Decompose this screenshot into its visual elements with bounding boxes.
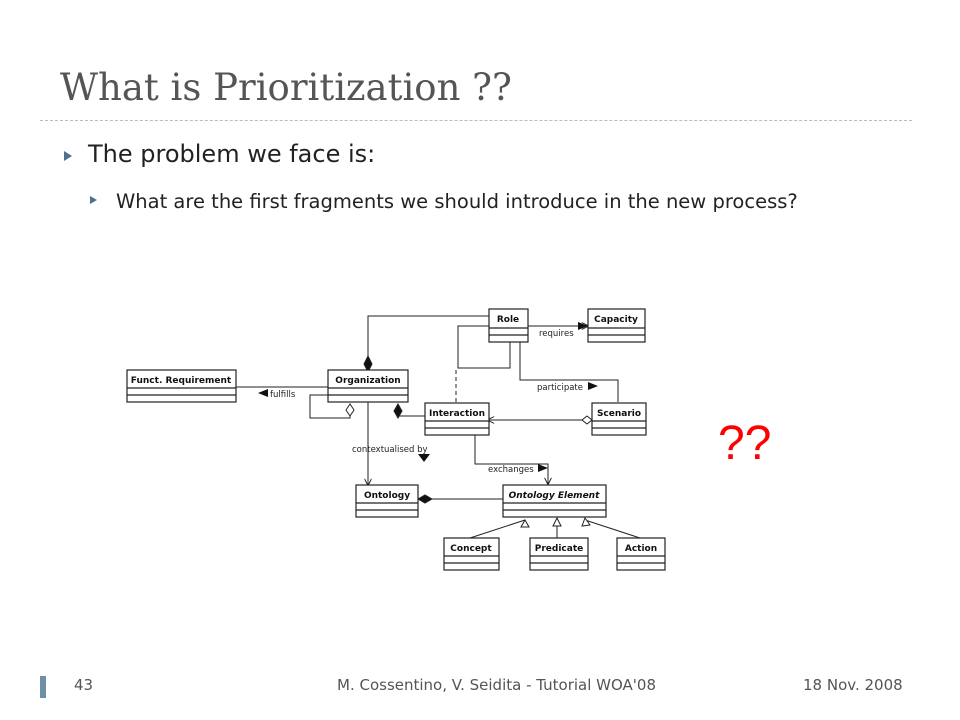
class-ontology-element-label: Ontology Element xyxy=(509,491,600,501)
edge-organization-interaction xyxy=(397,404,425,417)
bullet-arrow-icon xyxy=(64,151,72,161)
footer-authors: M. Cossentino, V. Seidita - Tutorial WOA… xyxy=(337,676,657,694)
edge-label-exchanges: exchanges xyxy=(488,465,534,475)
edge-label-requires: requires xyxy=(539,329,574,339)
class-role xyxy=(488,308,529,343)
class-organization-label: Organization xyxy=(335,376,400,386)
footer-date: 18 Nov. 2008 xyxy=(803,676,903,694)
participate-direction-icon xyxy=(588,382,598,390)
slide-title: What is Prioritization ?? xyxy=(60,66,512,109)
bullet-level-1: The problem we face is: xyxy=(88,140,376,168)
edge-label-contextualised-by: contextualised by xyxy=(352,445,428,455)
class-scenario-label: Scenario xyxy=(597,409,641,419)
class-ontology xyxy=(355,484,419,518)
edge-role-interaction-a xyxy=(457,325,511,369)
class-interaction xyxy=(424,402,490,436)
edge-action-ontelement xyxy=(584,519,641,539)
class-role-label: Role xyxy=(497,315,519,325)
class-predicate-label: Predicate xyxy=(535,544,583,554)
class-interaction-label: Interaction xyxy=(429,409,485,419)
class-funct-requirement-label: Funct. Requirement xyxy=(131,376,232,386)
edge-label-fulfills: fulfills xyxy=(270,390,296,400)
title-divider xyxy=(40,120,912,121)
edge-label-participate: participate xyxy=(537,383,583,393)
requires-direction-icon xyxy=(578,322,588,330)
class-capacity-label: Capacity xyxy=(594,315,638,325)
contextualised-direction-icon xyxy=(418,454,430,462)
question-marks: ?? xyxy=(718,417,772,470)
edge-organization-role xyxy=(367,315,489,370)
class-organization xyxy=(327,369,409,403)
class-predicate xyxy=(529,537,589,571)
exchanges-direction-icon xyxy=(538,464,548,472)
edge-role-scenario xyxy=(519,342,619,402)
fulfills-direction-icon xyxy=(258,389,268,397)
class-action xyxy=(616,537,666,571)
class-funct-requirement xyxy=(126,369,237,403)
edge-concept-ontelement xyxy=(469,519,526,539)
footer-accent-bar xyxy=(40,676,46,698)
class-action-label: Action xyxy=(625,544,657,554)
class-ontology-element xyxy=(502,484,607,518)
bullet-arrow-icon xyxy=(90,196,97,204)
page-number: 43 xyxy=(74,676,94,694)
class-scenario xyxy=(591,402,647,436)
bullet-level-2: What are the first fragments we should i… xyxy=(116,190,798,213)
class-capacity xyxy=(587,308,646,343)
class-concept-label: Concept xyxy=(450,544,492,554)
class-ontology-label: Ontology xyxy=(364,491,410,501)
edge-interaction-ontelement xyxy=(474,435,548,484)
class-concept xyxy=(443,537,500,571)
